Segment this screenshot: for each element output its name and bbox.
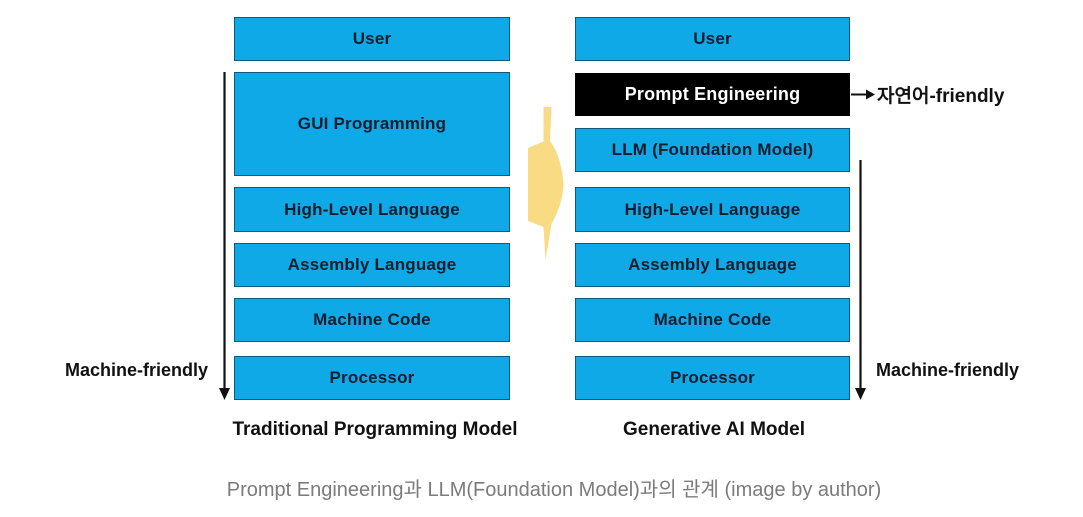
layer-box-prompt-engineering: Prompt Engineering xyxy=(575,73,850,116)
layer-box-processor-left: Processor xyxy=(234,356,510,400)
layer-box-high-level-language-right: High-Level Language xyxy=(575,187,850,232)
layer-box-llm-foundation-model: LLM (Foundation Model) xyxy=(575,128,850,172)
layer-box-user-left: User xyxy=(234,17,510,61)
layer-box-machine-code-left: Machine Code xyxy=(234,298,510,342)
machine-friendly-label-right: Machine-friendly xyxy=(876,360,1020,380)
layer-box-processor-right: Processor xyxy=(575,356,850,400)
natural-language-friendly-label: 자연어-friendly xyxy=(877,86,1005,107)
down-arrow-icon-left xyxy=(219,72,230,400)
layer-box-high-level-language-left: High-Level Language xyxy=(234,187,510,232)
machine-friendly-label-left: Machine-friendly xyxy=(64,360,208,380)
column-title-traditional: Traditional Programming Model xyxy=(232,419,518,440)
down-arrow-icon-right xyxy=(855,160,866,400)
column-title-generative: Generative AI Model xyxy=(623,419,805,440)
layer-box-user-right: User xyxy=(575,17,850,61)
layer-box-assembly-language-right: Assembly Language xyxy=(575,243,850,287)
image-caption: Prompt Engineering과 LLM(Foundation Model… xyxy=(226,479,882,501)
right-arrow-icon-callout xyxy=(851,89,875,100)
layer-box-gui-programming: GUI Programming xyxy=(234,72,510,176)
layer-box-machine-code-right: Machine Code xyxy=(575,298,850,342)
transform-arrow-icon xyxy=(528,107,564,260)
layer-box-assembly-language-left: Assembly Language xyxy=(234,243,510,287)
